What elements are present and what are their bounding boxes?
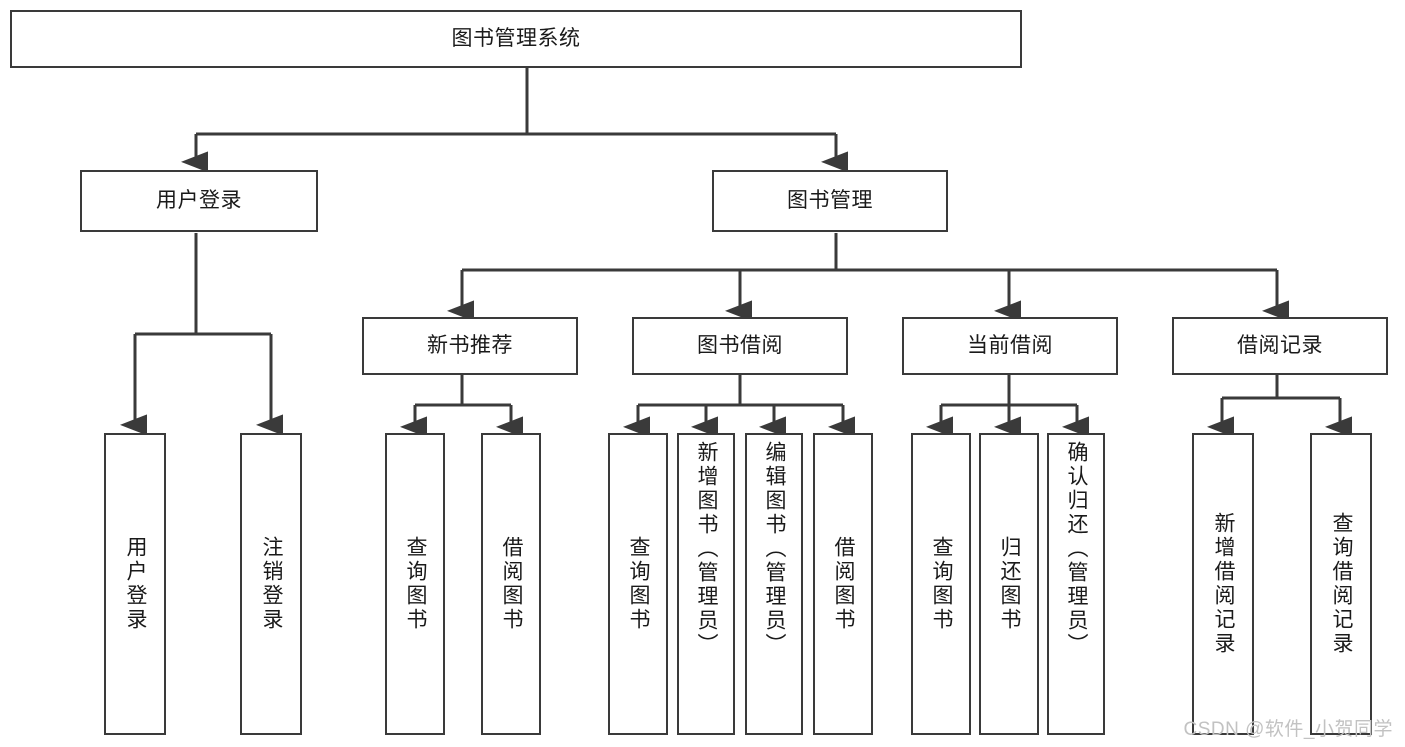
node-leaf-add-record[interactable]: 新增借阅记录	[1192, 433, 1254, 735]
node-leaf-user-login-label: 用户登录	[124, 536, 147, 632]
watermark: CSDN @软件_小贺同学	[1183, 719, 1393, 740]
node-leaf-query-record[interactable]: 查询借阅记录	[1310, 433, 1372, 735]
node-new-book-recommendation[interactable]: 新书推荐	[362, 317, 578, 375]
node-leaf-query-book-1-label: 查询图书	[404, 536, 427, 632]
node-leaf-query-book-2-label: 查询图书	[627, 536, 650, 632]
node-leaf-return-book[interactable]: 归还图书	[979, 433, 1039, 735]
node-leaf-edit-book[interactable]: 编辑图书（管理员）	[745, 433, 803, 735]
node-book-borrowing[interactable]: 图书借阅	[632, 317, 848, 375]
node-leaf-logout-label: 注销登录	[260, 536, 283, 632]
node-leaf-add-record-label: 新增借阅记录	[1212, 512, 1235, 656]
node-leaf-query-book-2[interactable]: 查询图书	[608, 433, 668, 735]
node-book-borrowing-label: 图书借阅	[697, 334, 783, 358]
node-leaf-logout[interactable]: 注销登录	[240, 433, 302, 735]
node-leaf-edit-book-label: 编辑图书（管理员）	[763, 441, 786, 657]
node-leaf-return-book-label: 归还图书	[998, 536, 1021, 632]
node-leaf-add-book[interactable]: 新增图书（管理员）	[677, 433, 735, 735]
node-leaf-borrow-book-1[interactable]: 借阅图书	[481, 433, 541, 735]
node-leaf-confirm-return-label: 确认归还（管理员）	[1065, 441, 1088, 657]
node-leaf-query-book-3[interactable]: 查询图书	[911, 433, 971, 735]
node-leaf-confirm-return[interactable]: 确认归还（管理员）	[1047, 433, 1105, 735]
node-leaf-borrow-book-2[interactable]: 借阅图书	[813, 433, 873, 735]
node-root-label: 图书管理系统	[451, 27, 581, 51]
node-current-borrowing-label: 当前借阅	[967, 334, 1053, 358]
node-current-borrowing[interactable]: 当前借阅	[902, 317, 1118, 375]
node-user-login[interactable]: 用户登录	[80, 170, 318, 232]
node-leaf-query-book-3-label: 查询图书	[930, 536, 953, 632]
node-new-book-recommendation-label: 新书推荐	[427, 334, 513, 358]
node-borrowing-record[interactable]: 借阅记录	[1172, 317, 1388, 375]
node-leaf-add-book-label: 新增图书（管理员）	[695, 441, 718, 657]
node-leaf-borrow-book-1-label: 借阅图书	[500, 536, 523, 632]
node-leaf-borrow-book-2-label: 借阅图书	[832, 536, 855, 632]
node-leaf-query-book-1[interactable]: 查询图书	[385, 433, 445, 735]
node-book-management-label: 图书管理	[787, 189, 873, 213]
node-borrowing-record-label: 借阅记录	[1237, 334, 1323, 358]
node-user-login-label: 用户登录	[156, 189, 242, 213]
node-leaf-user-login[interactable]: 用户登录	[104, 433, 166, 735]
node-book-management[interactable]: 图书管理	[712, 170, 948, 232]
node-leaf-query-record-label: 查询借阅记录	[1330, 512, 1353, 656]
node-root[interactable]: 图书管理系统	[10, 10, 1022, 68]
